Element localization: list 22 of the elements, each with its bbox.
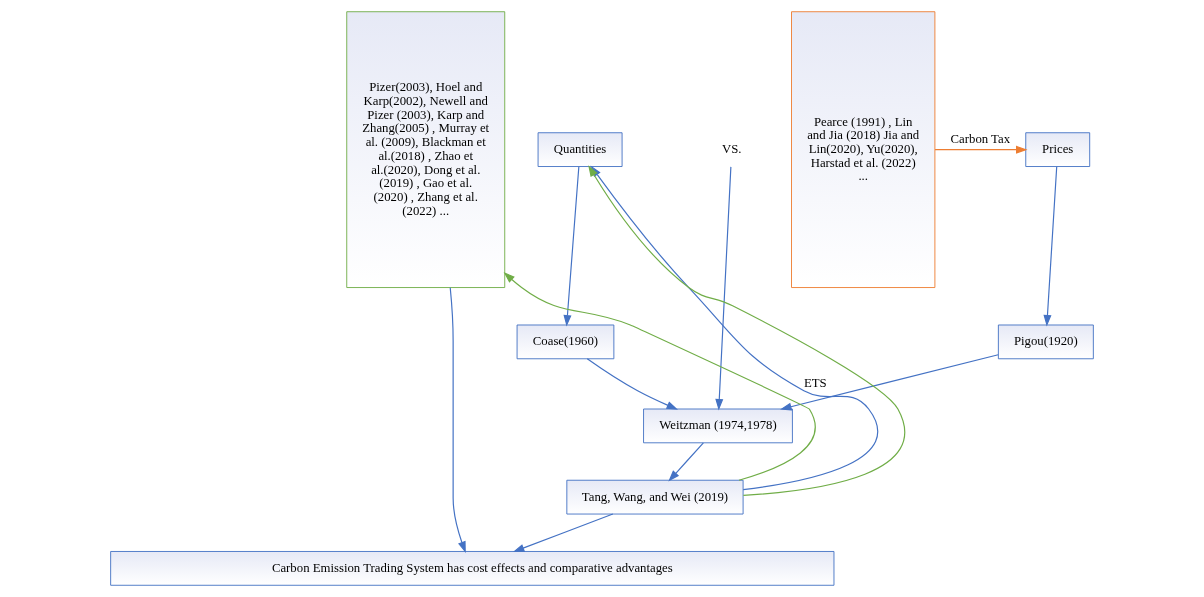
arrow — [668, 442, 704, 482]
node-box: Carbon Emission Trading System has cost effects and comparative advantages — [110, 551, 835, 586]
arrow — [512, 513, 614, 553]
node-box: Pearce (1991) , Lin and Jia (2018) Jia and Lin(2020), Yu(2020), Harstad et al. (2022) ... — [791, 11, 936, 288]
arrow — [503, 272, 816, 481]
node-box: Tang, Wang, and Wei (2019) — [566, 479, 744, 515]
arrow — [449, 287, 466, 553]
node-box: Coase(1960) — [516, 324, 615, 360]
arrow — [563, 166, 580, 327]
arrow — [1043, 166, 1058, 327]
arrow — [780, 354, 999, 411]
node-box: Prices — [1025, 132, 1091, 167]
arrow — [586, 358, 679, 410]
node-box: Pigou(1920) — [997, 324, 1094, 360]
node-box: Weitzman (1974,1978) — [643, 408, 793, 444]
node-box: Quantities — [537, 132, 623, 167]
node-text: VS. — [721, 142, 742, 157]
arrow — [715, 166, 732, 411]
arrow — [934, 145, 1028, 154]
node-box: Pizer(2003), Hoel and Karp(2002), Newell and Pizer (2003), Karp and Zhang(2005) , Murray et al. (2009), Blackman et al.(2018) , Zhao et al.(2020), Dong et al. (2019) , Gao et al. (2020) , Zhang et al. (2022) ... — [346, 11, 506, 288]
edge-label: ETS — [803, 376, 827, 391]
edge-label: Carbon Tax — [950, 132, 1011, 147]
